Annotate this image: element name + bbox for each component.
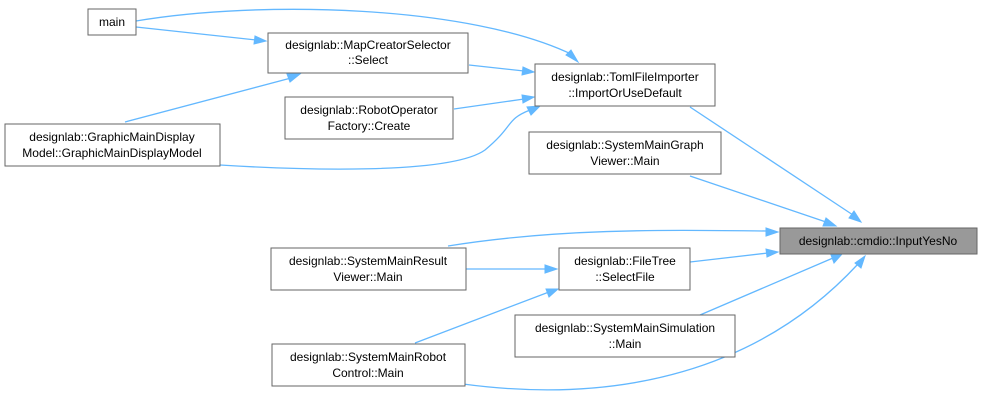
node-graphicmain[interactable]: designlab::GraphicMainDisplay Model::Gra… xyxy=(4,123,221,167)
edge-robotop-toml xyxy=(453,98,525,110)
node-tomlimporter[interactable]: designlab::TomlFileImporter ::ImportOrUs… xyxy=(534,63,716,107)
node-filetree-label-1: designlab::FileTree xyxy=(574,254,676,268)
node-resultviewer-label-2: Viewer::Main xyxy=(333,270,402,284)
node-inputyesno[interactable]: designlab::cmdio::InputYesNo xyxy=(779,227,978,255)
edge-main-mapcreator xyxy=(135,26,257,41)
nodes: main designlab::MapCreatorSelector ::Sel… xyxy=(4,8,978,387)
arrowhead-mapcreator-from-main xyxy=(253,35,268,45)
node-simulation-label-2: ::Main xyxy=(609,337,642,351)
node-resultviewer[interactable]: designlab::SystemMainResult Viewer::Main xyxy=(270,247,467,291)
edge-graphic-toml xyxy=(219,109,531,170)
arrowhead-inputyesno-from-robotcontrol xyxy=(854,254,866,269)
node-mapcreator-label-2: ::Select xyxy=(348,53,389,67)
edges xyxy=(124,8,866,391)
node-filetree[interactable]: designlab::FileTree ::SelectFile xyxy=(558,247,691,291)
node-graphviewer-label-2: Viewer::Main xyxy=(590,154,659,168)
edge-robotcontrol-filetree xyxy=(414,291,550,344)
arrowhead-filetree-from-robotcontrol xyxy=(545,288,560,298)
node-robotcontrol[interactable]: designlab::SystemMainRobot Control::Main xyxy=(271,343,466,387)
edge-toml-inputyesno xyxy=(689,106,854,216)
node-mapcreator-select[interactable]: designlab::MapCreatorSelector ::Select xyxy=(267,32,469,74)
arrowhead-inputyesno-from-graphviewer xyxy=(822,217,838,227)
node-robotcontrol-label-2: Control::Main xyxy=(332,366,403,380)
node-tomlimporter-label-1: designlab::TomlFileImporter xyxy=(551,70,698,84)
arrowhead-toml-from-main xyxy=(565,49,580,64)
arrowhead-mapcreator-from-graphic xyxy=(286,73,302,83)
node-tomlimporter-label-2: ::ImportOrUseDefault xyxy=(568,86,682,100)
edge-filetree-inputyesno xyxy=(689,252,769,263)
arrowhead-toml-from-mapcreator xyxy=(521,66,536,76)
edge-robotcontrol-inputyesno xyxy=(462,263,859,391)
node-robotoperator[interactable]: designlab::RobotOperator Factory::Create xyxy=(284,96,454,140)
arrowhead-inputyesno-from-resultviewer xyxy=(765,227,780,237)
arrowhead-filetree-from-resultviewer xyxy=(544,264,559,274)
node-robotoperator-label-1: designlab::RobotOperator xyxy=(300,103,437,117)
edge-main-toml xyxy=(135,8,574,56)
node-robotoperator-label-2: Factory::Create xyxy=(328,119,411,133)
arrowhead-toml-from-robotop xyxy=(521,94,536,104)
node-main-label: main xyxy=(99,15,125,29)
node-robotcontrol-label-1: designlab::SystemMainRobot xyxy=(290,350,447,364)
arrowhead-toml-from-graphic xyxy=(526,105,542,116)
arrowhead-inputyesno-from-simulation xyxy=(830,253,844,264)
node-filetree-label-2: ::SelectFile xyxy=(595,270,655,284)
node-main[interactable]: main xyxy=(87,8,137,36)
edge-graphic-mapcreator xyxy=(124,77,292,123)
edge-graphviewer-inputyesno xyxy=(689,175,827,223)
node-graphviewer[interactable]: designlab::SystemMainGraph Viewer::Main xyxy=(528,131,722,175)
arrowhead-inputyesno-from-filetree xyxy=(765,248,780,258)
node-simulation[interactable]: designlab::SystemMainSimulation ::Main xyxy=(514,314,736,358)
node-graphicmain-label-2: Model::GraphicMainDisplayModel xyxy=(22,146,201,160)
node-mapcreator-label-1: designlab::MapCreatorSelector xyxy=(285,38,450,52)
node-inputyesno-label: designlab::cmdio::InputYesNo xyxy=(799,234,958,248)
edge-resultviewer-inputyesno xyxy=(447,229,767,247)
node-resultviewer-label-1: designlab::SystemMainResult xyxy=(289,254,448,268)
node-simulation-label-1: designlab::SystemMainSimulation xyxy=(535,321,715,335)
node-graphviewer-label-1: designlab::SystemMainGraph xyxy=(546,138,703,152)
node-graphicmain-label-1: designlab::GraphicMainDisplay xyxy=(29,130,194,144)
edge-mapcreator-toml xyxy=(468,64,525,72)
edge-simulation-inputyesno xyxy=(699,257,834,316)
arrowhead-inputyesno-from-toml xyxy=(848,210,863,223)
